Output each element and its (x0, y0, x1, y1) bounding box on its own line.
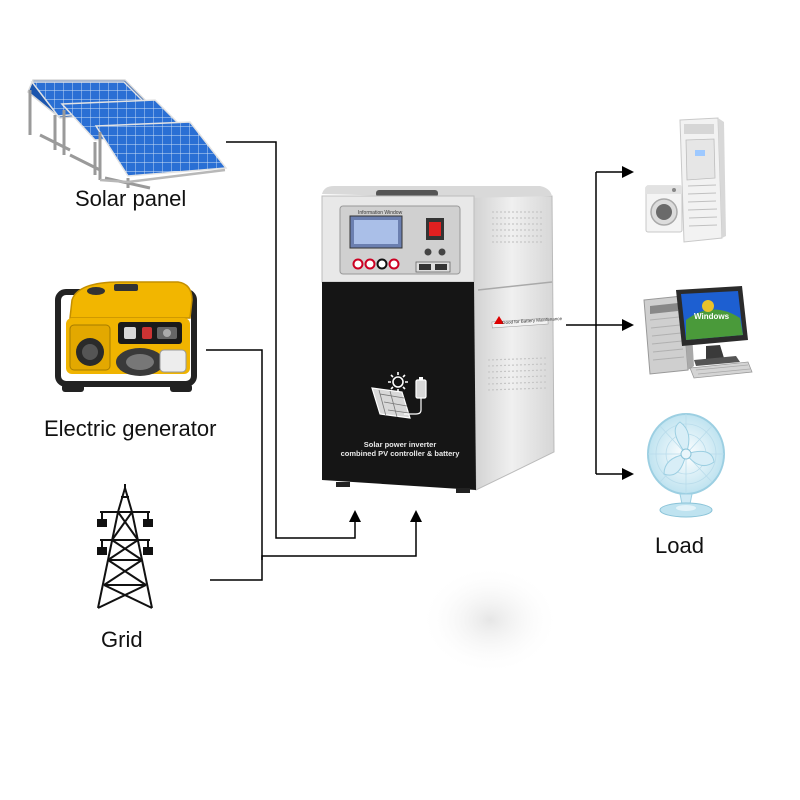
generator-connector-line (206, 350, 262, 560)
arrow-up-icon (410, 510, 422, 522)
washing-machine-icon (646, 186, 682, 232)
solar-panels-icon (28, 80, 226, 188)
arrow-right-icon (622, 166, 634, 178)
pc-screen-text: Windows (694, 312, 729, 321)
generator-label: Electric generator (44, 416, 216, 442)
arrow-right-icon (622, 468, 634, 480)
arrow-right-icon (622, 319, 634, 331)
inverter-line-2: combined PV controller & battery (338, 449, 462, 458)
generator-icon (58, 282, 194, 392)
computer-icon (644, 286, 752, 378)
inverter-screen-caption: Information Window (358, 210, 402, 216)
inverter-text: Solar power inverter combined PV control… (338, 440, 462, 458)
inverter-line-1: Solar power inverter (338, 440, 462, 449)
air-conditioner-icon (680, 118, 726, 242)
grid-connector-line (210, 520, 416, 580)
grid-label: Grid (101, 627, 143, 653)
arrow-up-icon (349, 510, 361, 522)
load-label: Load (655, 533, 704, 559)
solar-panel-label: Solar panel (75, 186, 186, 212)
inverter-shadow (420, 565, 560, 675)
power-tower-icon (98, 484, 152, 608)
load-connectors (566, 172, 624, 474)
fan-icon (648, 414, 724, 517)
